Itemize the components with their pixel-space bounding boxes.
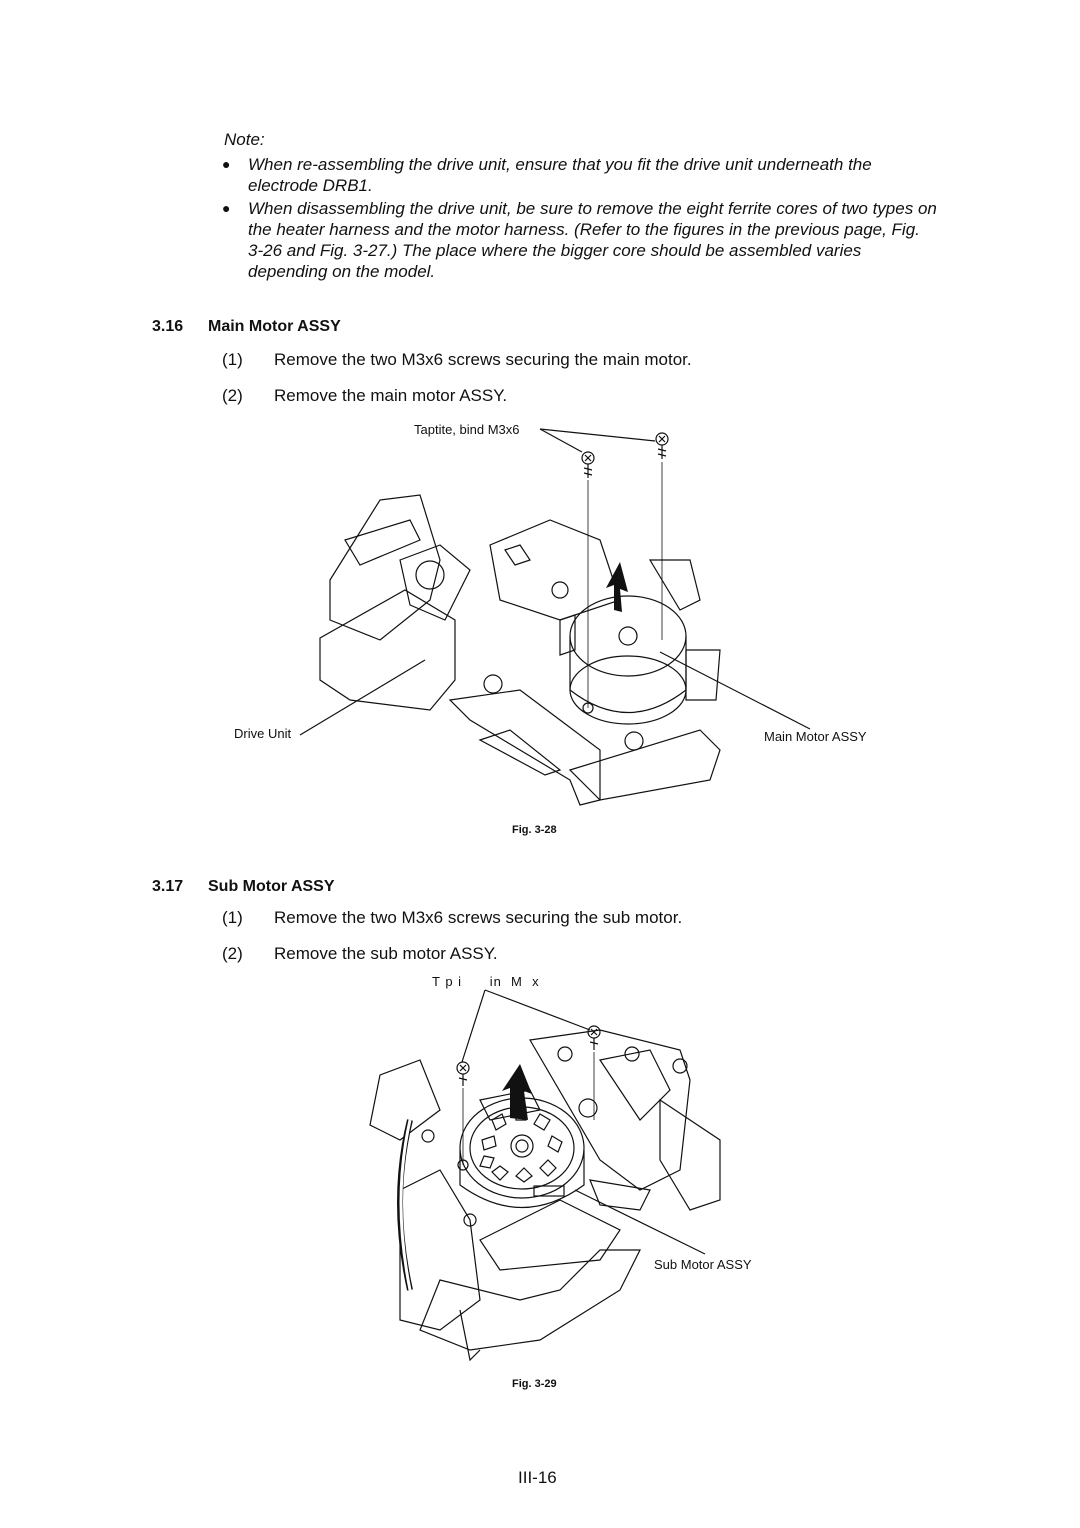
- figure-label-screw: T p i in M x: [432, 974, 540, 989]
- arrow-up-icon: [606, 562, 628, 612]
- figure-label-drive-unit: Drive Unit: [234, 726, 292, 741]
- bullet-dot-icon: ●: [222, 156, 231, 172]
- step-item: (2) Remove the main motor ASSY.: [222, 386, 507, 406]
- section-heading-main-motor: 3.16 Main Motor ASSY: [152, 318, 341, 336]
- note-title: Note:: [224, 130, 265, 149]
- section-heading-sub-motor: 3.17 Sub Motor ASSY: [152, 878, 335, 896]
- step-text: Remove the sub motor ASSY.: [274, 944, 498, 963]
- note-bullet-text: When disassembling the drive unit, be su…: [248, 199, 937, 281]
- step-item: (1) Remove the two M3x6 screws securing t…: [222, 908, 682, 928]
- section-number: 3.17: [152, 878, 184, 895]
- step-number: (1): [222, 350, 243, 369]
- note-bullet-1: ● When re-assembling the drive unit, ens…: [222, 154, 938, 196]
- step-text: Remove the two M3x6 screws securing the …: [274, 908, 683, 927]
- screw-icon: [456, 1061, 470, 1086]
- step-number: (2): [222, 386, 243, 405]
- note-bullet-text: When re-assembling the drive unit, ensur…: [248, 155, 872, 195]
- step-item: (1) Remove the two M3x6 screws securing t…: [222, 350, 692, 370]
- figure-label-sub-motor: Sub Motor ASSY: [654, 1257, 752, 1272]
- step-text: Remove the two M3x6 screws securing the …: [274, 350, 692, 369]
- step-number: (1): [222, 908, 243, 927]
- figure-label-main-motor: Main Motor ASSY: [764, 729, 867, 744]
- screw-icon: [581, 451, 595, 478]
- step-text: Remove the main motor ASSY.: [274, 386, 508, 405]
- figure-caption: Fig. 3-28: [512, 824, 557, 836]
- section-title: Sub Motor ASSY: [208, 878, 335, 895]
- bullet-dot-icon: ●: [222, 200, 231, 216]
- figure-label-screw: Taptite, bind M3x6: [414, 422, 520, 437]
- figure-caption: Fig. 3-29: [512, 1378, 557, 1390]
- section-number: 3.16: [152, 318, 184, 335]
- step-item: (2) Remove the sub motor ASSY.: [222, 944, 498, 964]
- page-number: III-16: [518, 1468, 557, 1487]
- step-number: (2): [222, 944, 243, 963]
- arrow-up-icon: [502, 1064, 532, 1120]
- screw-icon: [655, 432, 669, 459]
- section-title: Main Motor ASSY: [208, 318, 341, 335]
- note-bullet-2: ● When disassembling the drive unit, be …: [222, 198, 938, 282]
